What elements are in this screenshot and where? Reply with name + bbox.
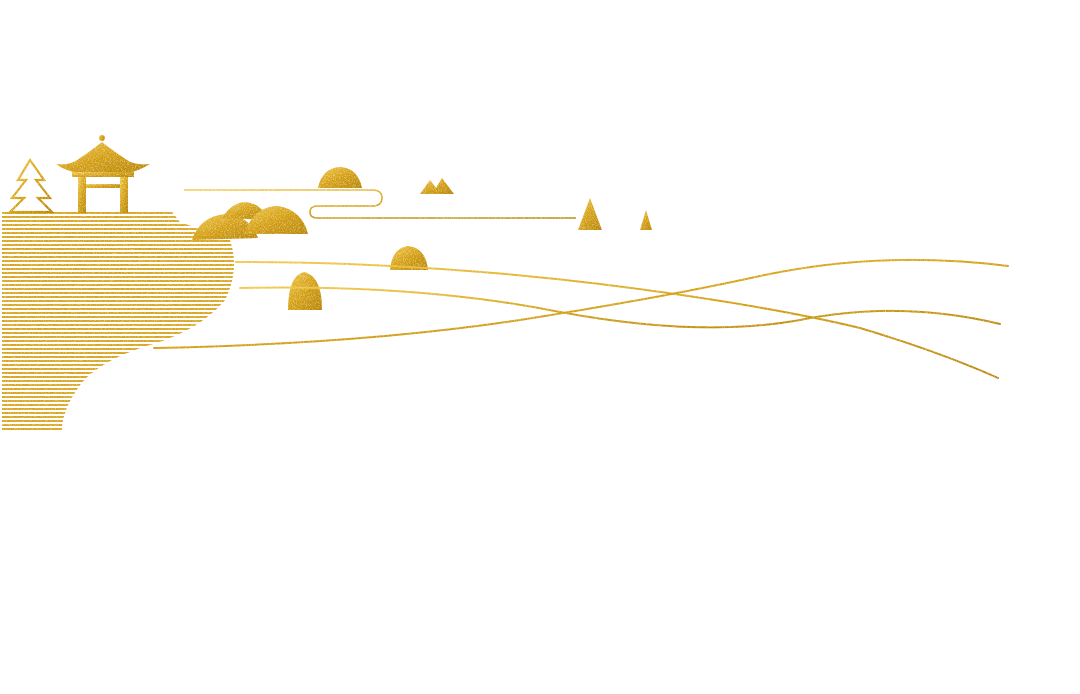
flowing-wave-line (235, 261, 999, 379)
mountain-peak-icon (578, 198, 602, 230)
mountain-peak-icon (640, 210, 652, 230)
land-mass (2, 212, 234, 430)
pagoda-pavilion-icon (56, 135, 150, 213)
hill-dome-icon (318, 167, 362, 188)
pine-tree-icon (7, 157, 55, 220)
hill-dome-cluster (192, 202, 308, 240)
flowing-wave-line (153, 258, 1009, 349)
cloud-outline-icon (184, 189, 576, 219)
mountain-peak-group (420, 178, 652, 230)
flowing-wave-lines (153, 258, 1009, 379)
flowing-wave-line (239, 286, 1001, 329)
mountain-peak-icon (420, 178, 454, 194)
hill-dome-mid (288, 246, 428, 310)
